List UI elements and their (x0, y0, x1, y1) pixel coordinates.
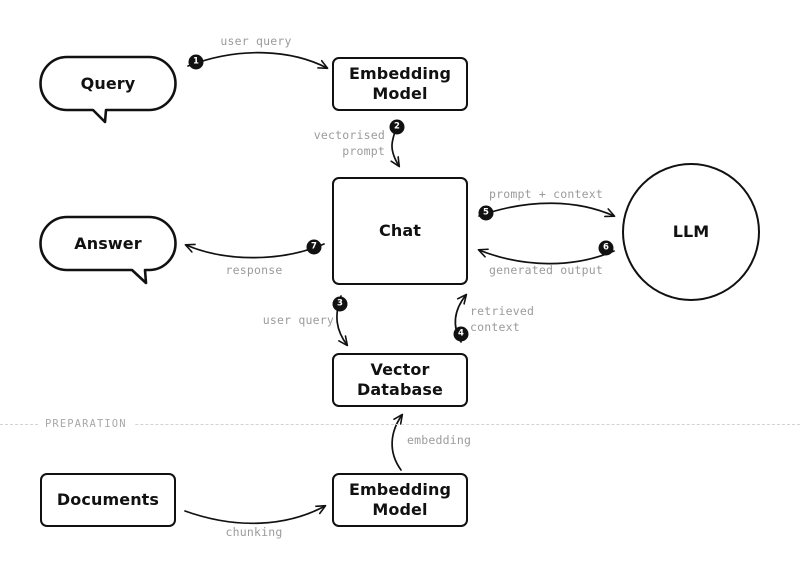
node-vector-database-label-line2: Database (357, 380, 443, 399)
edge-label-user-query-mid: user query (262, 313, 334, 327)
edge-label-vectorised-prompt-line1: vectorised (313, 128, 385, 142)
edge-query-to-embedding-model (187, 51, 327, 68)
answer-bubble-shape (39, 215, 177, 285)
step-badge-4: 4 (453, 326, 469, 342)
step-badge-5: 5 (478, 205, 494, 221)
node-documents[interactable]: Documents (40, 473, 176, 527)
edge-llm-to-chat (479, 250, 615, 265)
node-embedding-model-bottom-label-line2: Model (372, 500, 428, 519)
node-query[interactable]: Query (40, 57, 176, 110)
edge-label-user-query-top: user query (220, 34, 292, 48)
node-query-label: Query (80, 73, 136, 93)
edge-documents-to-embedding-model (184, 506, 325, 525)
edge-embedding-model-to-vector-database (391, 415, 402, 471)
node-answer-label: Answer (74, 233, 142, 253)
node-chat-label: Chat (379, 221, 421, 240)
step-badge-1: 1 (188, 54, 204, 70)
step-badge-6: 6 (598, 240, 614, 256)
node-answer[interactable]: Answer (40, 217, 176, 270)
node-embedding-model-top[interactable]: Embedding Model (332, 57, 468, 111)
edge-label-vectorised-prompt-line2: prompt (342, 143, 385, 158)
step-badge-2: 2 (389, 119, 405, 135)
node-embedding-model-top-label-line1: Embedding (348, 64, 452, 83)
node-llm-label: LLM (672, 222, 710, 241)
edge-label-chunking: chunking (225, 525, 283, 539)
edge-label-retrieved-context-line1: retrieved (470, 304, 535, 318)
node-vector-database[interactable]: Vector Database (332, 353, 468, 407)
node-embedding-model-bottom[interactable]: Embedding Model (332, 473, 468, 527)
node-llm[interactable]: LLM (622, 163, 760, 301)
edge-label-generated-output: generated output (489, 263, 603, 277)
node-documents-label: Documents (56, 490, 160, 509)
edge-chat-to-llm (478, 202, 614, 216)
edge-label-embedding: embedding (407, 433, 472, 447)
step-badge-3: 3 (332, 296, 348, 312)
edge-label-response: response (225, 263, 283, 277)
edge-label-retrieved-context-line2: context (470, 319, 520, 334)
node-embedding-model-bottom-label-line1: Embedding (348, 480, 452, 499)
preparation-divider-label: PREPARATION (38, 418, 134, 431)
step-badge-7: 7 (306, 239, 322, 255)
node-vector-database-label-line1: Vector (370, 360, 430, 379)
query-bubble-shape (39, 55, 177, 124)
node-embedding-model-top-label-line2: Model (372, 84, 428, 103)
edge-label-prompt-plus-context: prompt + context (489, 187, 603, 201)
node-chat[interactable]: Chat (332, 177, 468, 285)
